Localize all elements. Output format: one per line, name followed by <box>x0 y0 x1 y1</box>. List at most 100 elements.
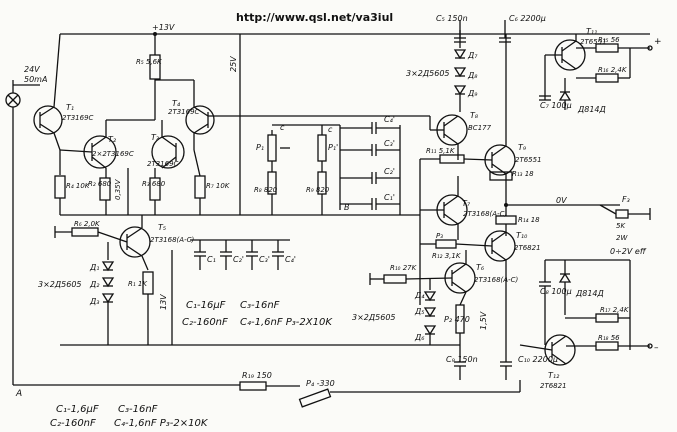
r18-label: R₁₈ 56 <box>598 334 620 342</box>
t5-part: 2T3168(A-C) <box>150 236 194 244</box>
transistor-t5 <box>119 226 151 258</box>
r13-label: R₁₃ 18 <box>512 170 534 178</box>
t11-part: 2T6551 <box>580 38 607 46</box>
zener-diode-1 <box>558 90 572 101</box>
switch-cap-c2: C₂' <box>384 167 395 176</box>
t12-part: 2T6821 <box>540 382 567 390</box>
d1-label: Д₁ <box>89 263 99 272</box>
resistor-r6 <box>71 227 99 237</box>
d4-label: Д₄ <box>414 291 425 300</box>
pot-p2-label: P₂ 470 <box>444 315 470 324</box>
switch-cap-c1: C₁' <box>384 193 395 202</box>
d3-label: Д₃ <box>89 297 99 306</box>
t10-ref: T₁₀ <box>516 231 528 240</box>
resistor-r17 <box>595 313 619 323</box>
r4-label: R₇ 10K <box>206 182 231 190</box>
t1-part: 2T3169C <box>62 114 94 122</box>
r3-label: R₃ 680 <box>142 180 166 188</box>
d5-label: Д₅ <box>414 307 424 316</box>
diode-d9 <box>453 85 467 96</box>
diode-d6 <box>423 325 437 336</box>
resistor-r2 <box>99 177 111 201</box>
output-plus: + <box>654 37 662 47</box>
r19-label: R₁₉ 150 <box>242 371 272 380</box>
zener-2-label: Д814Д <box>575 289 604 298</box>
t7-ref: T₇ <box>462 199 471 208</box>
rail-15v-label: 1,5V <box>479 311 488 330</box>
legend-line1b: C₃-16nF <box>240 300 280 311</box>
diode-d3 <box>101 293 115 304</box>
t3-ref: T₃ <box>151 133 159 142</box>
t8-part: BC177 <box>468 124 492 132</box>
switch-cap-c3: C₃' <box>384 139 395 148</box>
lamp-voltage: 24V <box>24 65 40 74</box>
d9-label: Д₉ <box>467 89 478 98</box>
diode-d2 <box>101 277 115 288</box>
pot-p1-label: P₁ <box>256 143 264 152</box>
note-line2b: C₄-1,6nF P₃-2×10K <box>114 418 209 429</box>
r12-label-top: P₃ <box>436 232 443 240</box>
diode-d7 <box>453 49 467 60</box>
t6-part: 2T3168(A-C) <box>474 276 518 284</box>
resistor-r1-left <box>54 175 66 199</box>
pot-pin-c1: c <box>280 123 285 132</box>
switch-pin-b: В <box>344 203 350 212</box>
resistor-r4 <box>194 175 206 199</box>
d7-label: Д₇ <box>467 51 478 60</box>
output-terminal-minus[interactable] <box>647 343 653 349</box>
r7-label: R₁ 1K <box>128 280 148 288</box>
cap-c9-label: C₉ 150n <box>446 355 478 364</box>
t9-part: 2T6551 <box>515 156 542 164</box>
load-label: 0÷2V eff <box>610 247 647 256</box>
cap-c8-label: C₈ 100μ <box>540 287 572 296</box>
output-minus: – <box>654 343 659 353</box>
r14-label: R₁₄ 18 <box>518 216 540 224</box>
pot-p1b-label: P₁' <box>328 143 338 152</box>
t11-ref: T₁₁ <box>586 27 597 36</box>
rail-13v-label: +13V <box>152 23 175 32</box>
legend-line1a: C₁-16μF <box>186 300 226 311</box>
t2-ref: T₂ <box>108 135 117 144</box>
d6-label: Д₆ <box>414 333 425 342</box>
switch-cap-c4: C₄' <box>384 115 395 124</box>
cap-c3-label: C₃' <box>259 255 270 264</box>
d8-label: Д₈ <box>467 71 478 80</box>
resistor-r11 <box>439 154 465 164</box>
v035-label: 0,35V <box>114 178 122 200</box>
note-line1a: C₁-1,6μF <box>56 404 99 415</box>
t1-ref: T₁ <box>66 103 74 112</box>
r10-label: R₁₀ 27K <box>390 264 418 272</box>
rail-25v-label: 25V <box>229 56 238 72</box>
note-line1b: C₃-16nF <box>118 404 158 415</box>
transistor-t3 <box>151 135 185 169</box>
diode-group-1: 3×2Д5605 <box>38 280 82 289</box>
legend-line2b: C₄-1,6nF P₃-2X10K <box>240 317 333 328</box>
output-terminal-plus[interactable] <box>647 45 653 51</box>
fuse-ref: F₃ <box>622 195 630 204</box>
r15-label: R₁₅ 56 <box>598 36 620 44</box>
pot-p4 <box>298 388 332 408</box>
zener-diode-2 <box>558 272 572 283</box>
r6-label: R₆ 2,0K <box>74 220 101 228</box>
pot-p1b <box>317 134 327 162</box>
cap-c1-label: C₁ <box>207 255 216 264</box>
t10-part: 2T6821 <box>514 244 541 252</box>
cap-c2-label: C₂' <box>233 255 244 264</box>
output-0v-label: 0V <box>556 196 567 205</box>
transistor-t1 <box>33 105 63 135</box>
zener-1-label: Д814Д <box>577 105 606 114</box>
t5-ref: T₅ <box>158 223 166 232</box>
diode-d1 <box>101 261 115 272</box>
r1-left-label: R₄ 10K <box>66 182 91 190</box>
fuse-sub: 2W <box>616 234 628 242</box>
resistor-r19 <box>239 381 267 391</box>
cap-c6-label: C₆ 2200μ <box>509 14 546 23</box>
t4-part: 2T3169C <box>168 108 200 116</box>
r5-label: R₅ 5,6K <box>136 58 163 66</box>
source-url[interactable]: http://www.qsl.net/va3iul <box>236 11 393 24</box>
cap-c10-label: C₁₀ 2200μ <box>518 355 558 364</box>
pot-pin-c2: c <box>328 125 333 134</box>
t12-ref: T₁₂ <box>548 371 560 380</box>
cap-c7-label: C₇ 100μ <box>540 101 572 110</box>
